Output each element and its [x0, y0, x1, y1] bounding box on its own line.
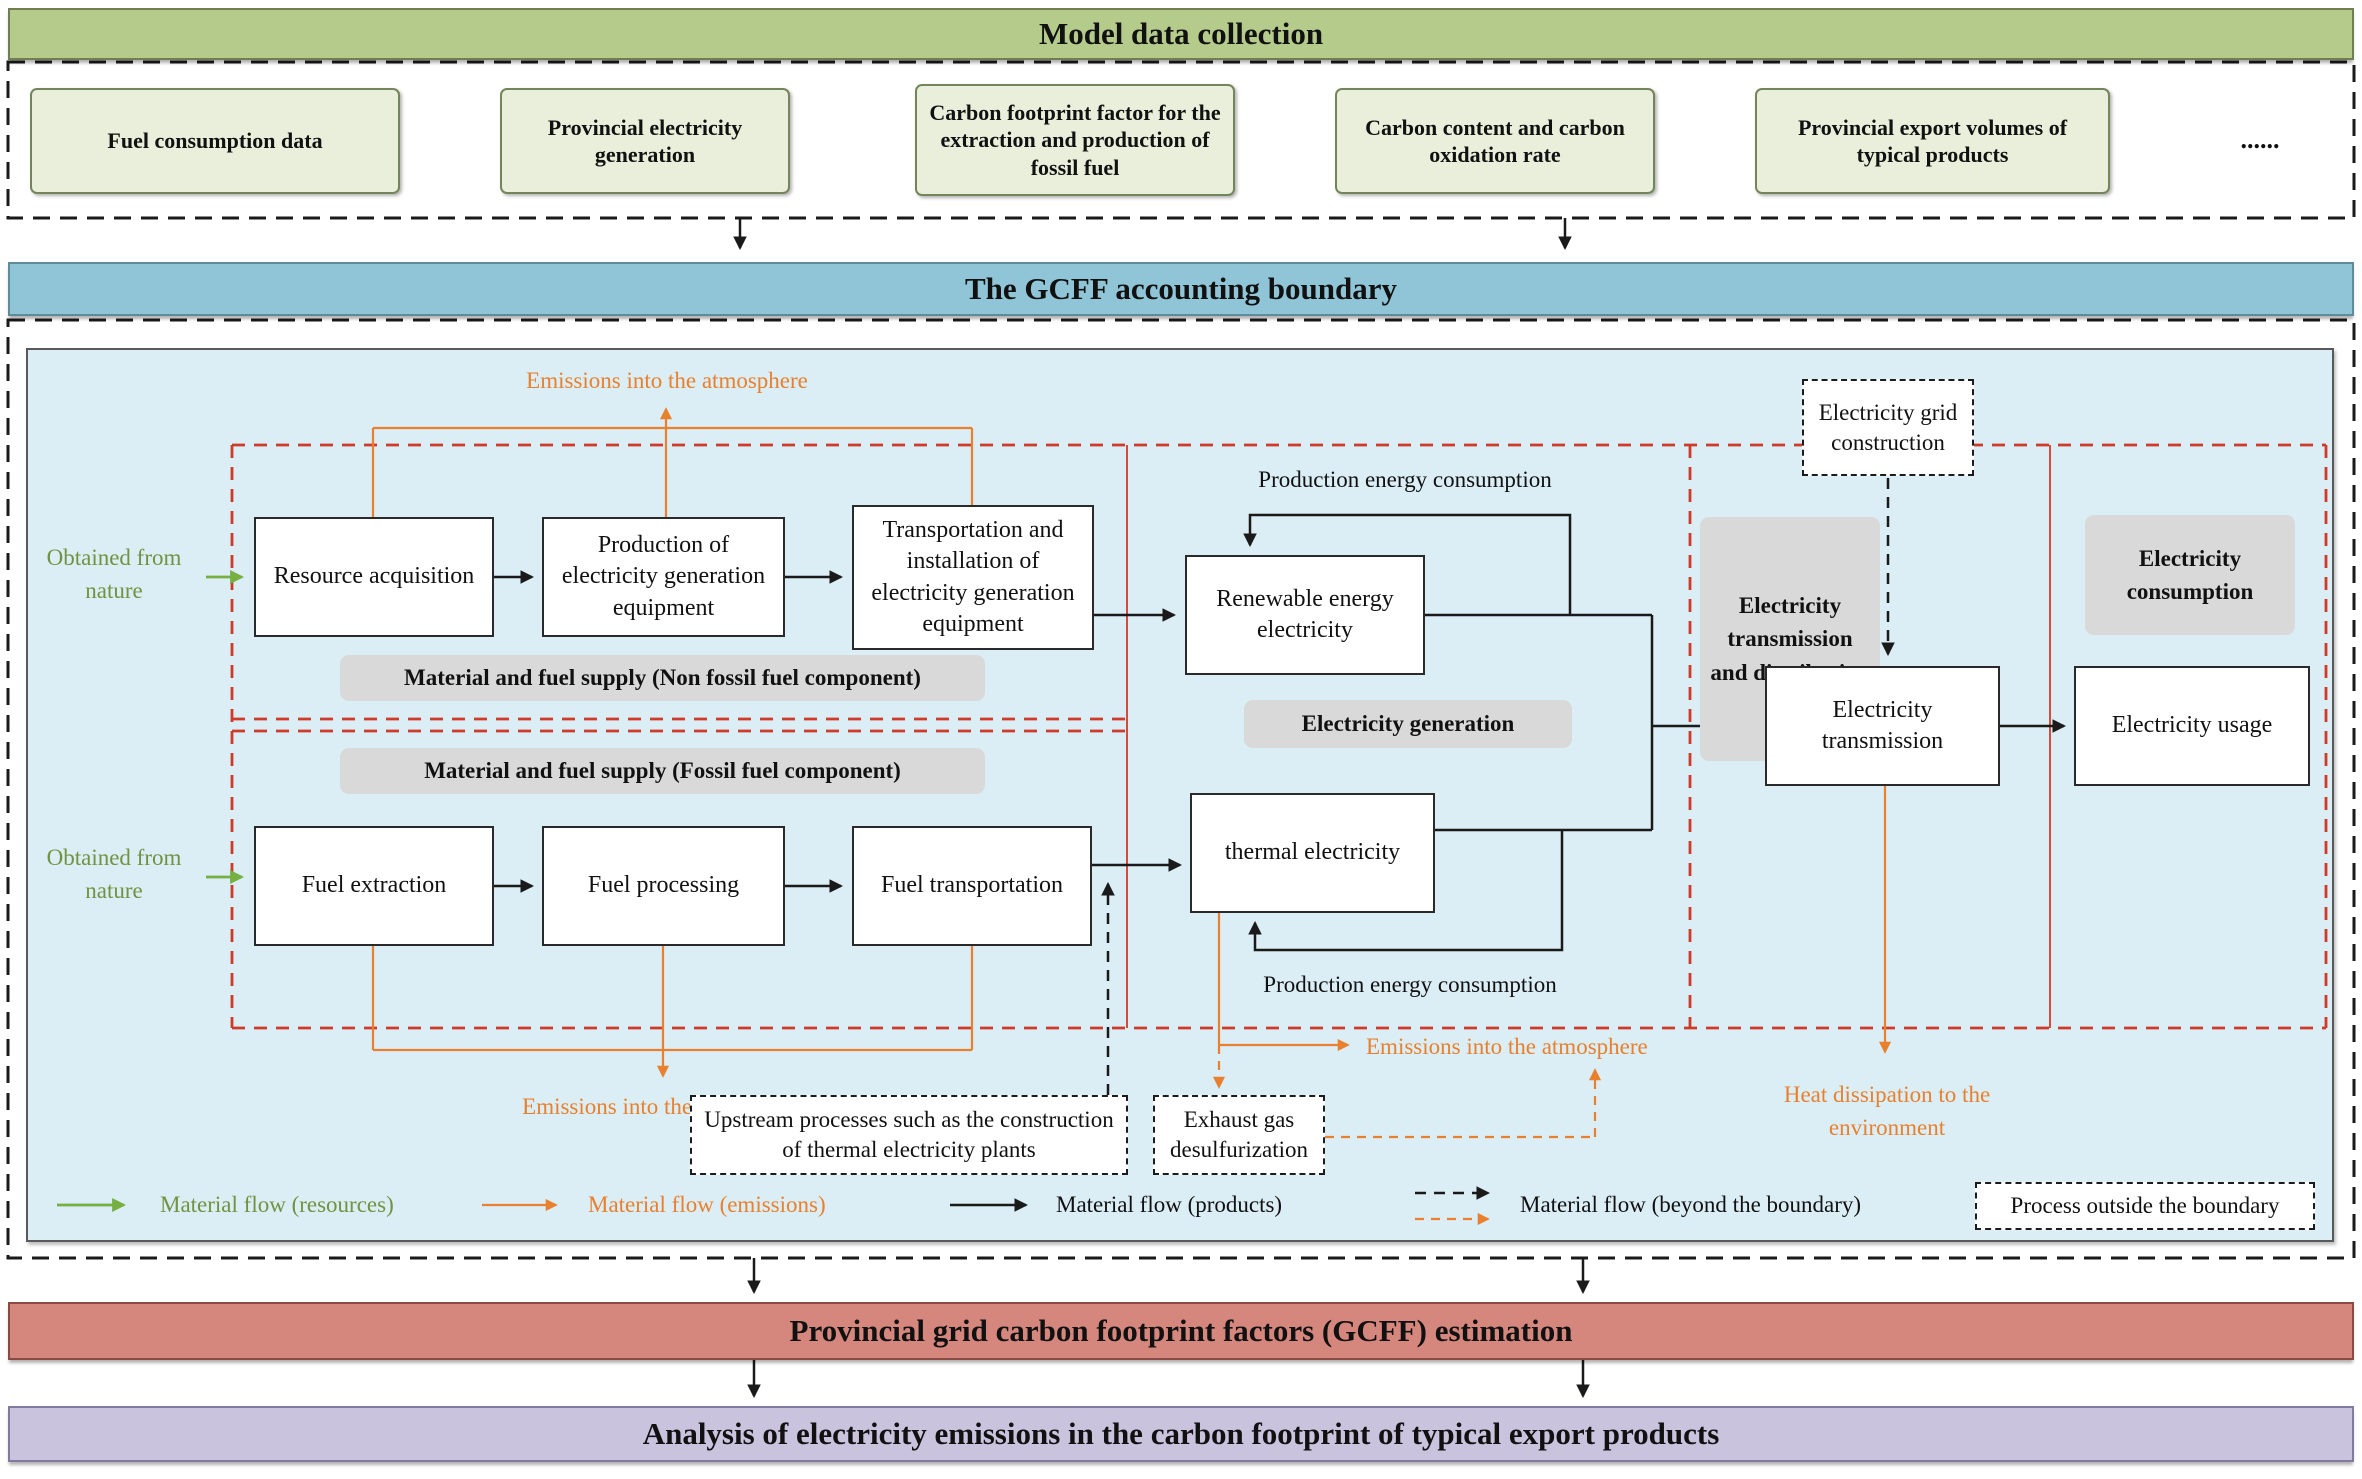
box-exhaust-desulfurization: Exhaust gas desulfurization: [1153, 1095, 1325, 1175]
box-resource-acquisition: Resource acquisition: [254, 517, 494, 637]
legend-emissions: Material flow (emissions): [588, 1192, 826, 1217]
data-source-fuel-consumption: Fuel consumption data: [30, 88, 400, 194]
legend-products: Material flow (products): [1056, 1192, 1283, 1217]
legend-process-outside-box: Process outside the boundary: [1975, 1182, 2315, 1230]
box-renewable-electricity: Renewable energy electricity: [1185, 555, 1425, 675]
box-equipment-production: Production of electricity generation equ…: [542, 517, 785, 637]
box-upstream-processes: Upstream processes such as the construct…: [690, 1095, 1128, 1175]
model-data-collection-header: Model data collection: [8, 8, 2354, 60]
emissions-atmosphere-top-label: Emissions into the atmosphere: [526, 368, 808, 394]
gcff-estimation-bar: Provincial grid carbon footprint factors…: [8, 1302, 2354, 1360]
legend-beyond-boundary: Material flow (beyond the boundary): [1520, 1192, 1862, 1217]
heat-dissipation-label: Heat dissipation to the environment: [1783, 1081, 1991, 1140]
data-source-export-volumes: Provincial export volumes of typical pro…: [1755, 88, 2110, 194]
label-fossil-supply: Material and fuel supply (Fossil fuel co…: [340, 748, 985, 794]
box-fuel-processing: Fuel processing: [542, 826, 785, 946]
box-thermal-electricity: thermal electricity: [1190, 793, 1435, 913]
data-source-carbon-content: Carbon content and carbon oxidation rate: [1335, 88, 1655, 194]
data-source-ellipsis: ......: [2240, 125, 2280, 154]
production-energy-consumption-top-label: Production energy consumption: [1258, 467, 1552, 493]
production-energy-consumption-bottom-label: Production energy consumption: [1263, 972, 1557, 998]
gcff-boundary-header: The GCFF accounting boundary: [8, 262, 2354, 316]
box-fuel-transportation: Fuel transportation: [852, 826, 1092, 946]
box-fuel-extraction: Fuel extraction: [254, 826, 494, 946]
label-electricity-generation: Electricity generation: [1244, 700, 1572, 748]
data-source-carbon-footprint-factor: Carbon footprint factor for the extracti…: [915, 84, 1235, 196]
box-electricity-usage: Electricity usage: [2074, 666, 2310, 786]
box-equipment-transport-install: Transportation and installation of elect…: [852, 505, 1094, 650]
obtained-from-nature-bottom-label: Obtained from nature: [46, 844, 182, 903]
box-grid-construction: Electricity grid construction: [1802, 379, 1974, 476]
label-nonfossil-supply: Material and fuel supply (Non fossil fue…: [340, 655, 985, 701]
data-source-provincial-generation: Provincial electricity generation: [500, 88, 790, 194]
box-electricity-transmission: Electricity transmission: [1765, 666, 2000, 786]
obtained-from-nature-top-label: Obtained from nature: [46, 544, 182, 603]
emissions-atmosphere-bottom-right-label: Emissions into the atmosphere: [1366, 1034, 1648, 1060]
label-electricity-consumption: Electricity consumption: [2085, 515, 2295, 635]
legend-resources: Material flow (resources): [160, 1192, 394, 1217]
analysis-bar: Analysis of electricity emissions in the…: [8, 1406, 2354, 1462]
